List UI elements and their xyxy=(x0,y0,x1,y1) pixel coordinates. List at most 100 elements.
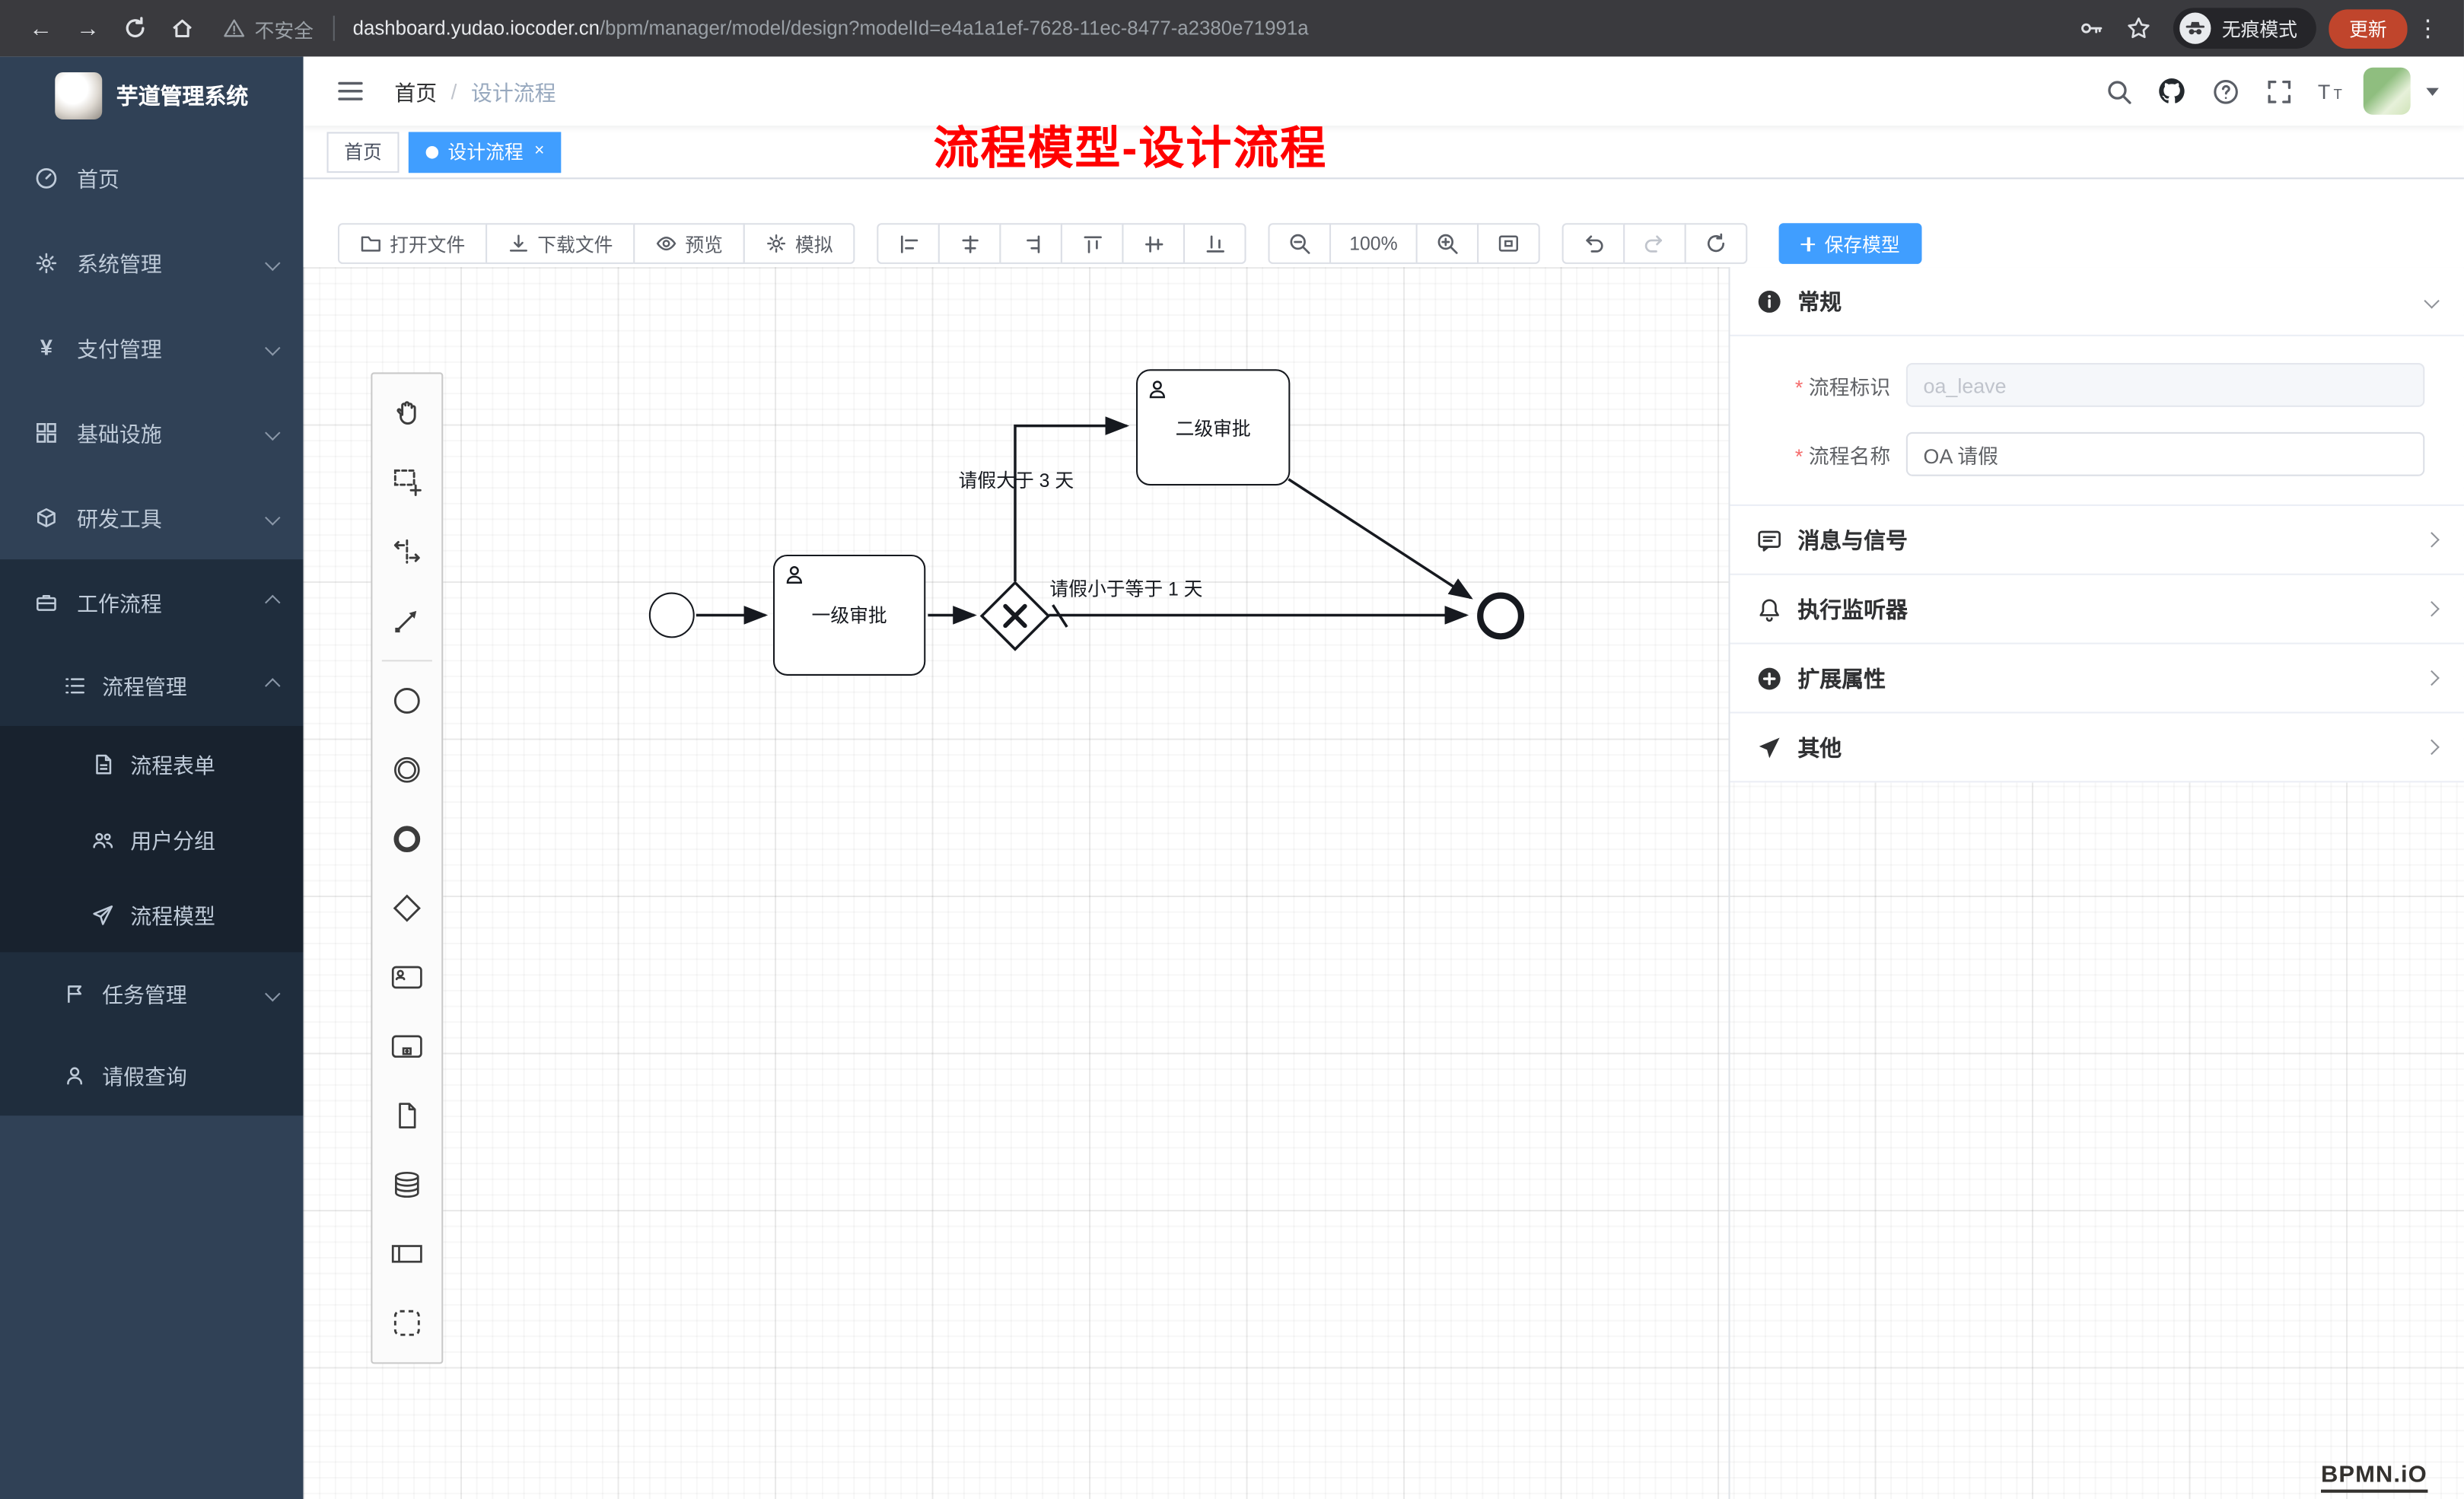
sidebar-item-process-form[interactable]: 流程表单 xyxy=(0,726,304,802)
simulate-button[interactable]: 模拟 xyxy=(743,223,855,264)
tab-close-icon[interactable] xyxy=(534,143,544,161)
download-file-button[interactable]: 下载文件 xyxy=(485,223,635,264)
zoom-out-button[interactable] xyxy=(1268,223,1332,264)
breadcrumb: 首页 设计流程 xyxy=(394,75,556,107)
end-event[interactable] xyxy=(1477,592,1525,640)
subprocess-icon[interactable] xyxy=(372,1012,441,1081)
help-icon[interactable] xyxy=(2203,69,2247,113)
sidebar-item-payment[interactable]: ¥ 支付管理 xyxy=(0,305,304,390)
group-icon[interactable] xyxy=(372,1288,441,1357)
align-left-button[interactable] xyxy=(877,223,940,264)
top-header: 首页 设计流程 TT xyxy=(303,56,2464,126)
sidebar-item-home[interactable]: 首页 xyxy=(0,135,304,221)
app-title: 芋道管理系统 xyxy=(116,83,249,109)
avatar[interactable] xyxy=(2363,67,2411,115)
zoom-in-button[interactable] xyxy=(1415,223,1479,264)
process-key-input[interactable] xyxy=(1905,363,2425,407)
redo-icon xyxy=(1644,235,1663,253)
align-center-h-button[interactable] xyxy=(938,223,1001,264)
section-extended-attributes[interactable]: 扩展属性 xyxy=(1730,644,2464,714)
bpmn-io-watermark[interactable]: BPMN.iO xyxy=(2321,1461,2427,1493)
sidebar-item-system[interactable]: 系统管理 xyxy=(0,220,304,305)
sidebar-item-workflow[interactable]: 工作流程 xyxy=(0,559,304,644)
user-task-marker-icon xyxy=(1149,380,1165,399)
tab-design-process[interactable]: 设计流程 xyxy=(408,131,562,173)
user-task-icon[interactable] xyxy=(372,943,441,1012)
security-indicator[interactable]: 不安全 xyxy=(223,14,314,43)
data-object-icon[interactable] xyxy=(372,1081,441,1151)
chevron-down-icon xyxy=(265,339,281,355)
preview-button[interactable]: 预览 xyxy=(633,223,745,264)
align-middle-button[interactable] xyxy=(1122,223,1186,264)
restart-button[interactable] xyxy=(1684,223,1748,264)
back-icon[interactable]: ← xyxy=(29,14,53,42)
update-button[interactable]: 更新 xyxy=(2329,8,2408,48)
align-top-button[interactable] xyxy=(1061,223,1124,264)
data-store-icon[interactable] xyxy=(372,1151,441,1220)
exclusive-gateway[interactable] xyxy=(979,580,1051,652)
sidebar-item-process-mgmt[interactable]: 流程管理 xyxy=(0,644,304,726)
bpmn-palette xyxy=(371,372,444,1364)
home-icon[interactable] xyxy=(161,6,205,50)
section-messages-signals[interactable]: 消息与信号 xyxy=(1730,506,2464,575)
paper-plane-icon xyxy=(1759,737,1780,758)
fit-screen-button[interactable] xyxy=(1477,223,1540,264)
sidebar-item-infrastructure[interactable]: 基础设施 xyxy=(0,390,304,475)
align-bottom-button[interactable] xyxy=(1183,223,1246,264)
url-host: dashboard.yudao.iocoder.cn xyxy=(352,17,600,40)
caret-down-icon[interactable] xyxy=(2426,87,2439,95)
process-name-input[interactable] xyxy=(1905,431,2425,476)
sidebar-item-leave-query[interactable]: 请假查询 xyxy=(0,1034,304,1115)
reload-icon[interactable] xyxy=(113,6,158,50)
section-other[interactable]: 其他 xyxy=(1730,714,2464,783)
participant-icon[interactable] xyxy=(372,1219,441,1288)
tab-home[interactable]: 首页 xyxy=(326,131,400,173)
sidebar-item-devtools[interactable]: 研发工具 xyxy=(0,475,304,560)
zoom-level[interactable]: 100% xyxy=(1329,223,1418,264)
sidebar-item-process-model[interactable]: 流程模型 xyxy=(0,877,304,953)
person-icon xyxy=(67,1066,83,1084)
gateway-icon[interactable] xyxy=(372,874,441,943)
flow-label-gt3days[interactable]: 请假大于 3 天 xyxy=(958,469,1074,492)
task-second-approval[interactable]: 二级审批 xyxy=(1135,369,1291,486)
align-button-group xyxy=(877,223,1246,264)
save-model-button[interactable]: 保存模型 xyxy=(1778,223,1922,264)
url-bar[interactable]: dashboard.yudao.iocoder.cn/bpm/manager/m… xyxy=(353,18,2067,40)
fullscreen-icon[interactable] xyxy=(2256,69,2300,113)
align-right-button[interactable] xyxy=(999,223,1063,264)
forward-icon[interactable]: → xyxy=(76,14,100,42)
lasso-tool-icon[interactable] xyxy=(372,448,441,517)
intermediate-event-icon[interactable] xyxy=(372,735,441,804)
undo-button[interactable] xyxy=(1561,223,1625,264)
open-file-button[interactable]: 打开文件 xyxy=(337,223,488,264)
end-event-icon[interactable] xyxy=(372,804,441,874)
sidebar-item-task-mgmt[interactable]: 任务管理 xyxy=(0,952,304,1033)
chevron-down-icon xyxy=(2424,293,2440,309)
space-tool-icon[interactable] xyxy=(372,517,441,586)
start-event-icon[interactable] xyxy=(372,667,441,736)
chevron-up-icon xyxy=(265,677,281,693)
browser-menu-icon[interactable]: ⋮ xyxy=(2415,15,2440,43)
collapse-sidebar-icon[interactable] xyxy=(329,69,373,113)
redo-button[interactable] xyxy=(1623,223,1686,264)
github-icon[interactable] xyxy=(2150,69,2194,113)
section-execution-listeners[interactable]: 执行监听器 xyxy=(1730,575,2464,644)
hand-tool-icon[interactable] xyxy=(372,379,441,448)
app-logo[interactable]: 芋道管理系统 xyxy=(0,56,304,135)
search-icon[interactable] xyxy=(2096,69,2141,113)
bookmark-star-icon[interactable] xyxy=(2116,6,2160,50)
restart-icon xyxy=(1708,233,1725,253)
incognito-badge[interactable]: 无痕模式 xyxy=(2173,8,2316,49)
sidebar: 芋道管理系统 首页 系统管理 ¥ 支付管理 基础设施 研发工具 xyxy=(0,56,304,1499)
connect-tool-icon[interactable] xyxy=(372,586,441,655)
breadcrumb-home[interactable]: 首页 xyxy=(394,81,438,106)
sidebar-item-user-groups[interactable]: 用户分组 xyxy=(0,801,304,877)
flow-label-le1day[interactable]: 请假小于等于 1 天 xyxy=(1049,578,1203,600)
sidebar-item-label: 研发工具 xyxy=(77,507,162,531)
key-icon[interactable] xyxy=(2070,6,2114,50)
start-event[interactable] xyxy=(648,592,695,638)
section-general[interactable]: 常规 xyxy=(1730,267,2464,336)
task-first-approval[interactable]: 一级审批 xyxy=(772,554,926,676)
